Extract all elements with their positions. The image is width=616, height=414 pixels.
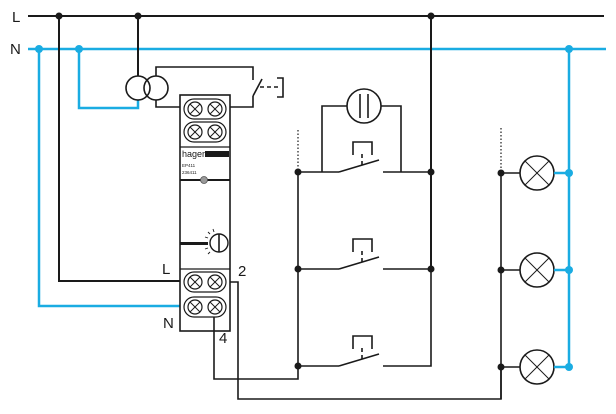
dial-indicator-bar [180,242,208,245]
pushbutton-return-wire [213,317,299,380]
junction-node [35,45,43,53]
device-model: EP411 [182,163,196,168]
pushbutton-3 [294,269,432,370]
neutral-to-transformer [77,49,140,110]
device-brand: hager [182,149,205,159]
line-bus-label: L [12,9,20,26]
terminal-label-2: 2 [238,263,246,280]
terminal-label-l: L [162,261,170,278]
relay-contact-icon [252,77,284,98]
screw-terminal-icon [207,101,223,117]
transformer-secondary-wire [155,100,180,108]
indicator-led [200,176,208,184]
junction-node [55,12,63,20]
transformer-icon [125,75,169,101]
transformer-secondary-wire [155,66,254,80]
screw-terminal-icon [207,274,223,290]
screw-terminal-icon [187,299,203,315]
terminal-label-4: 4 [219,330,227,347]
pushbutton-2 [294,238,435,273]
screw-terminal-icon [187,124,203,140]
output-to-lamps-wire [230,281,502,400]
bottom-terminals [183,271,227,318]
lamp-1 [497,155,573,191]
screw-terminal-icon [187,274,203,290]
line-feed-to-device [58,16,190,282]
device-reference: 236411 [182,170,197,175]
pushbutton-1 [294,141,435,176]
transformer-secondary-wire [230,96,254,108]
screw-terminal-icon [187,101,203,117]
neutral-bus-label: N [10,41,21,58]
terminal-label-n: N [163,315,174,332]
lamp-3 [497,349,573,385]
bell-icon [321,88,402,172]
top-terminals [183,98,227,143]
timer-dial-icon[interactable] [204,228,229,255]
neutral-feed-to-device [37,49,190,308]
screw-terminal-icon [207,124,223,140]
screw-terminal-icon [207,299,223,315]
lamp-2 [497,252,573,288]
junction-node [427,12,435,20]
timer-device: hager EP411 236411 [179,94,231,332]
junction-node [565,45,573,53]
brand-bar [205,151,229,157]
junction-node [134,12,142,20]
junction-node [75,45,83,53]
